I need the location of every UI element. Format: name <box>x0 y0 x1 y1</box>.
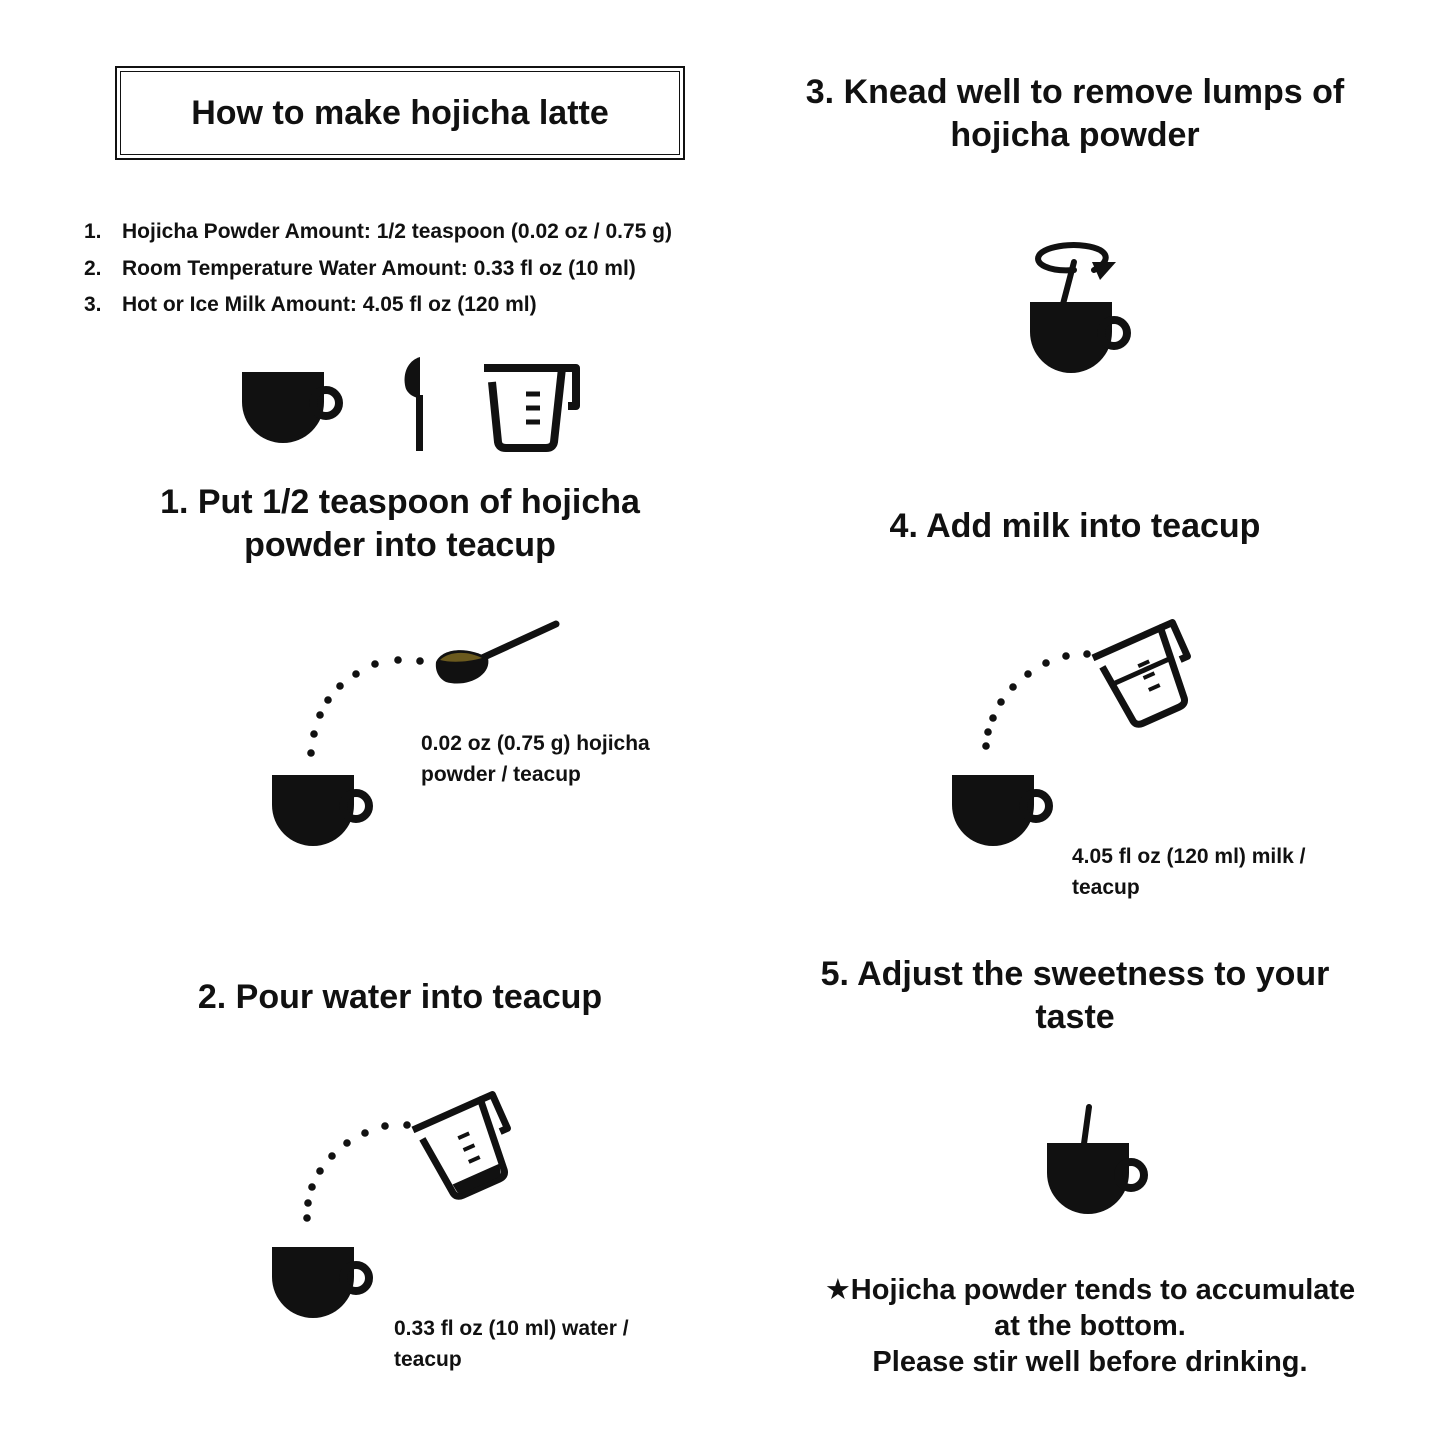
page-title: How to make hojicha latte <box>115 66 685 160</box>
stir-note: ★Hojicha powder tends to accumulate at t… <box>824 1274 1356 1378</box>
step-3-title: 3. Knead well to remove lumps of hojicha… <box>805 73 1345 154</box>
pour-path-dots <box>303 1121 411 1222</box>
step-1-title: 1. Put 1/2 teaspoon of hojicha powder in… <box>160 483 640 564</box>
spoon-icon <box>404 357 423 451</box>
step-4-title: 4. Add milk into teacup <box>889 507 1261 545</box>
teacup-icon <box>1030 302 1131 373</box>
step-2-title: 2. Pour water into teacup <box>197 978 603 1016</box>
measuring-cup-icon <box>411 1091 511 1200</box>
list-item: 1.Hojicha Powder Amount: 1/2 teaspoon (0… <box>84 220 672 243</box>
step-2-caption: 0.33 fl oz (10 ml) water / teacup <box>394 1317 629 1371</box>
teacup-icon <box>272 775 373 846</box>
list-item: 3.Hot or Ice Milk Amount: 4.05 fl oz (12… <box>84 293 537 316</box>
list-item: 2.Room Temperature Water Amount: 0.33 fl… <box>84 256 636 280</box>
spoon-with-powder-icon <box>435 620 560 684</box>
step-4-caption: 4.05 fl oz (120 ml) milk / teacup <box>1072 845 1306 899</box>
ingredient-list: 1.Hojicha Powder Amount: 1/2 teaspoon (0… <box>84 214 672 324</box>
step-5-title: 5. Adjust the sweetness to your taste <box>820 955 1330 1036</box>
step-1-caption: 0.02 oz (0.75 g) hojicha powder / teacup <box>421 732 650 786</box>
stirred-teacup-icon <box>1047 1104 1148 1214</box>
stir-arrow-icon <box>1035 242 1116 307</box>
teacup-icon <box>272 1247 373 1318</box>
pour-path-dots <box>307 656 424 757</box>
teacup-icon <box>242 372 343 443</box>
teacup-icon <box>952 775 1053 846</box>
pour-path-dots <box>982 650 1091 750</box>
measuring-cup-icon <box>484 364 580 452</box>
measuring-cup-icon <box>1091 619 1191 728</box>
